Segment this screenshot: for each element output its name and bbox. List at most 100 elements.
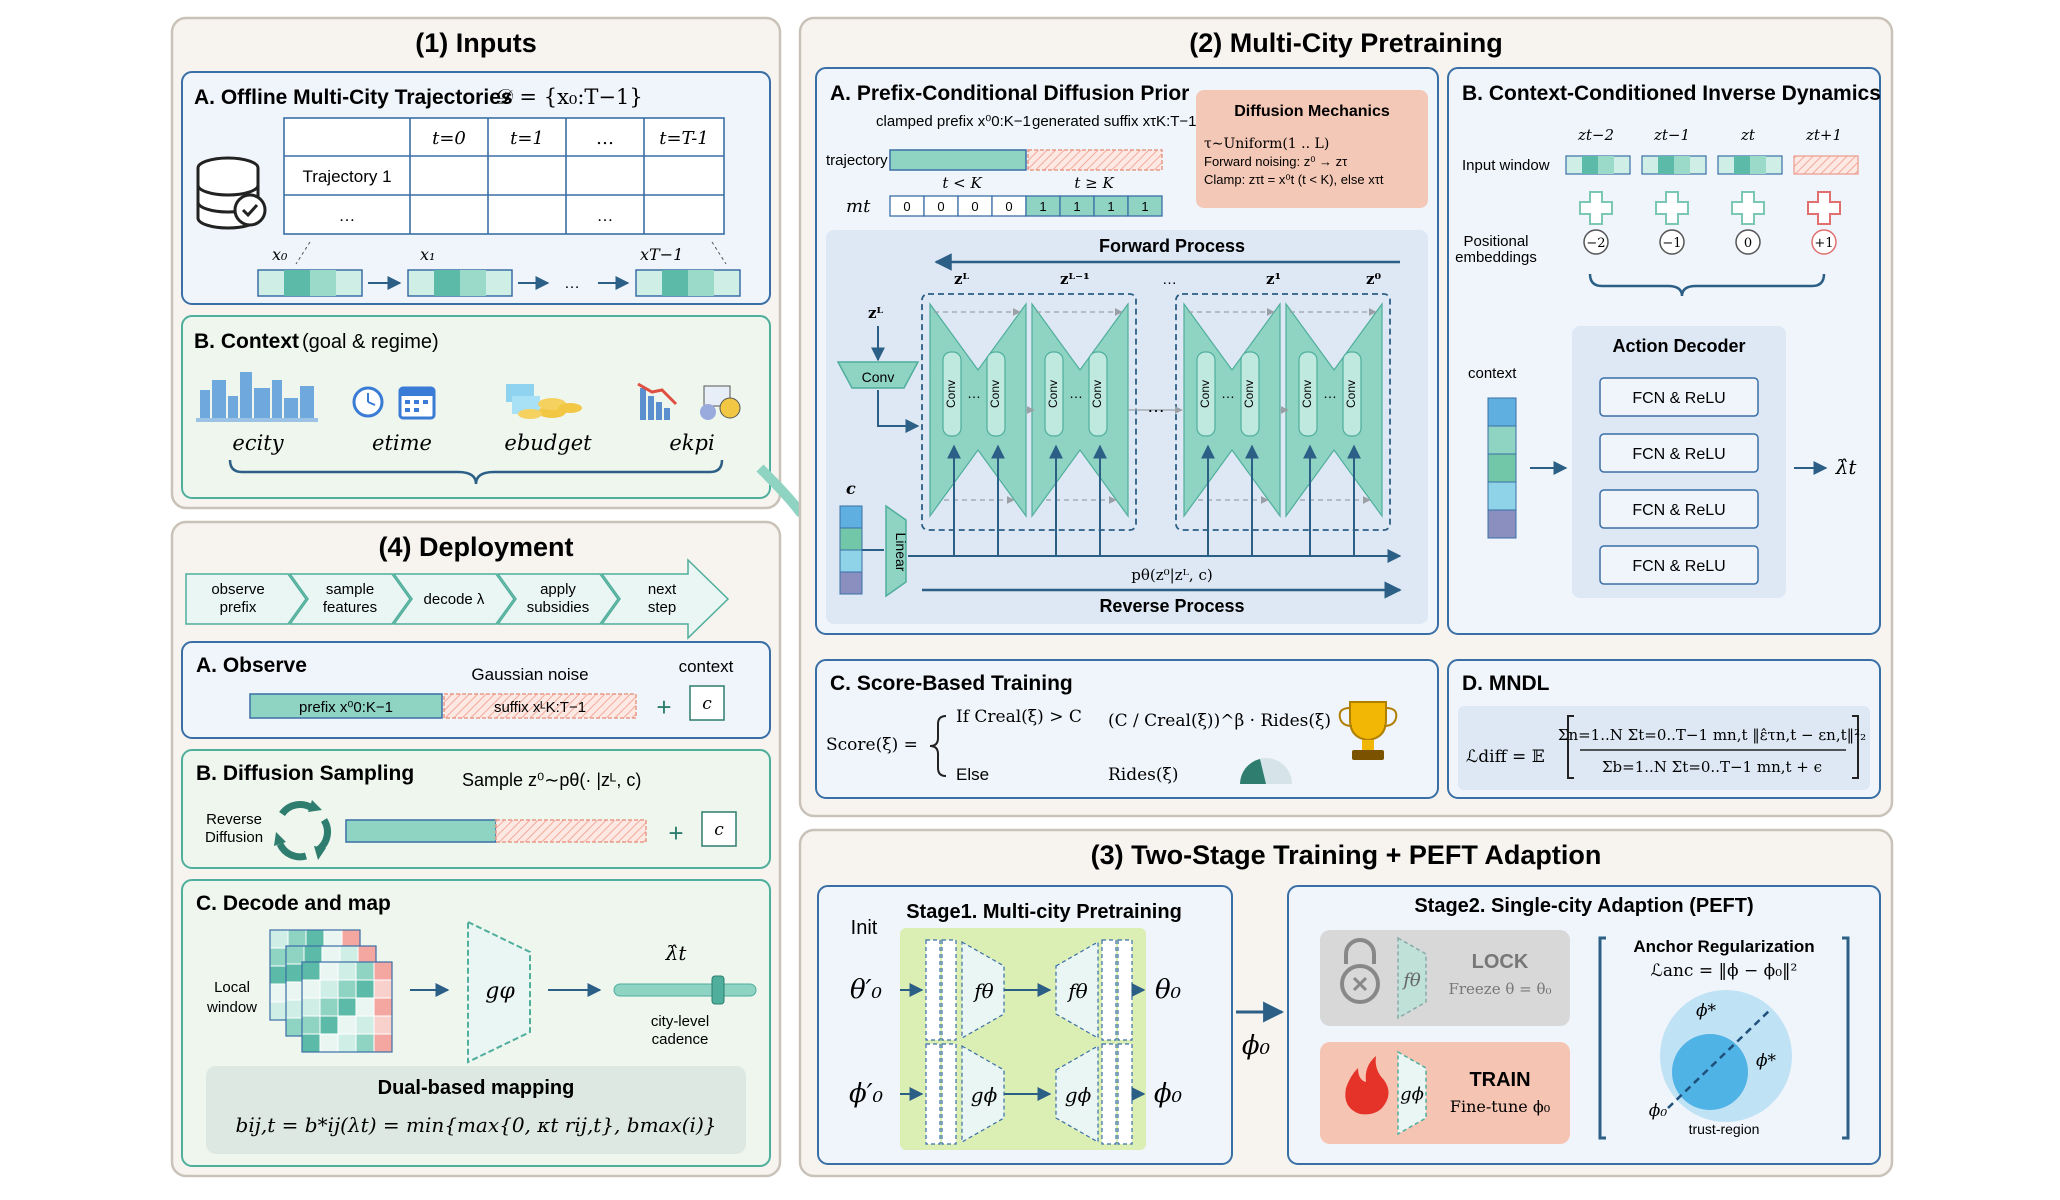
cadence-slider-handle[interactable] — [711, 975, 725, 1005]
sample-text: Sample z⁰∼pθ(· |zᴸ, c) — [462, 770, 641, 790]
deployment-step-label: decode λ — [424, 591, 485, 608]
conv-layer-label: Conv — [1198, 380, 1212, 408]
mechanics-title: Diffusion Mechanics — [1234, 103, 1390, 120]
t-geq-label: t ≥ K — [1074, 174, 1114, 192]
window-z-label: zt+1 — [1805, 126, 1842, 144]
context-brace — [228, 459, 724, 485]
conv-label: Conv — [862, 369, 895, 385]
sampling-context-box — [701, 811, 737, 847]
trajectory-label: trajectory — [826, 152, 888, 169]
score-training-title: C. Score-Based Training — [830, 672, 1073, 695]
mechanics-line-3: Clamp: zτt = x⁰t (t < K), else xτt — [1204, 172, 1384, 187]
cadence-slider[interactable] — [613, 975, 757, 1005]
reverse-diffusion-label-1: Reverse — [206, 811, 262, 828]
deployment-section: (4) Deployment observeprefixsamplefeatur… — [170, 520, 782, 1178]
lambda-hat-label: λ̂t — [665, 941, 688, 965]
stage1-module-label: gϕ — [1065, 1083, 1092, 1107]
anchor-title: Anchor Regularization — [1633, 937, 1814, 956]
inputs-section: (1) Inputs A. Offline Multi-City Traject… — [170, 16, 782, 510]
mask-cell: 0 — [937, 199, 944, 214]
mask-cell: 0 — [1005, 199, 1012, 214]
deployment-title: (4) Deployment — [378, 532, 573, 562]
deployment-step-label: sample — [326, 581, 374, 598]
z-L-label: zᴸ — [954, 270, 970, 288]
plus-icon — [1731, 191, 1765, 225]
table-row-ellipsis: … — [339, 206, 356, 225]
stage1-title: Stage1. Multi-city Pretraining — [906, 901, 1182, 923]
phi0-prime: ϕ′₀ — [849, 1079, 884, 1109]
conv-ellipsis: … — [1323, 385, 1337, 401]
conv-layer-label: Conv — [944, 380, 958, 408]
conv-layer-label: Conv — [1046, 380, 1060, 408]
g-phi-label: gφ — [485, 979, 515, 1004]
stage1-module-label: fθ — [1066, 979, 1087, 1003]
deployment-step-label: apply — [540, 581, 576, 598]
table-header-dots: … — [596, 128, 614, 149]
context-label: context — [1468, 365, 1517, 382]
context-subtitle: (goal & regime) — [302, 331, 439, 353]
stage2-title: Stage2. Single-city Adaption (PEFT) — [1414, 895, 1753, 917]
mask-cell: 0 — [971, 199, 978, 214]
decode-map-title: C. Decode and map — [196, 892, 391, 915]
x0-label: x₀ — [272, 245, 288, 264]
conv-layer-label: Conv — [1344, 380, 1358, 408]
fcn-layer-label: FCN & ReLU — [1632, 558, 1725, 575]
plus-icon — [1655, 191, 1689, 225]
table-header-t0: t=0 — [432, 128, 466, 149]
kpi-chart-icon — [637, 382, 741, 420]
e-time-label: etime — [372, 431, 432, 455]
local-window-label-2: window — [206, 999, 257, 1016]
conv-ellipsis: … — [1221, 385, 1235, 401]
diffusion-sampling-title: B. Diffusion Sampling — [196, 762, 414, 785]
fcn-layer-label: FCN & ReLU — [1632, 446, 1725, 463]
deployment-step — [288, 573, 411, 625]
local-window-grid — [269, 929, 393, 1053]
conv-layer-label: Conv — [1242, 380, 1256, 408]
observe-context-label: context — [679, 657, 734, 676]
dual-mapping-formula: bij,t = b*ij(λt) = min{max{0, κt rij,t},… — [236, 1113, 717, 1137]
fcn-layer-label: FCN & ReLU — [1632, 502, 1725, 519]
mask-cell: 1 — [1073, 199, 1080, 214]
context-title: B. Context — [194, 330, 299, 353]
dual-mapping-title: Dual-based mapping — [378, 1077, 575, 1099]
sampling-prefix-bar — [345, 819, 497, 843]
anchor-formula: ℒanc = ‖ϕ − ϕ₀‖² — [1651, 961, 1798, 981]
theta0-out: θ₀ — [1155, 975, 1182, 1005]
score-rides: Rides(ξ) — [1108, 765, 1179, 785]
observe-prefix-label: prefix x⁰0:K−1 — [299, 699, 393, 716]
score-lhs: Score(ξ) = — [826, 735, 918, 755]
observe-title: A. Observe — [196, 654, 307, 677]
clamped-prefix-label: clamped prefix x⁰0:K−1 — [876, 113, 1031, 130]
deployment-step-label: prefix — [220, 599, 257, 616]
flame-icon — [1345, 1056, 1389, 1115]
pretraining-title: (2) Multi-City Pretraining — [1189, 28, 1503, 58]
trust-region-label: trust-region — [1689, 1121, 1760, 1137]
fcn-layer — [1599, 545, 1759, 585]
deployment-step — [392, 573, 515, 625]
mechanics-box — [1196, 90, 1428, 208]
unet-group-1 — [921, 293, 1137, 531]
phi-star-label-2: ϕ* — [1756, 1051, 1777, 1071]
table-cell-ellipsis: … — [597, 206, 614, 225]
table-header-t1: t=1 — [510, 128, 544, 149]
table-header-tT: t=T-1 — [659, 128, 709, 149]
train-label: TRAIN — [1469, 1069, 1530, 1091]
stage1-module-label: fθ — [972, 979, 993, 1003]
local-window-label-1: Local — [214, 979, 250, 996]
gaussian-noise-label: Gaussian noise — [471, 665, 588, 684]
deployment-step-label: next — [648, 581, 677, 598]
mask-cell: 1 — [1107, 199, 1114, 214]
linear-label: Linear — [893, 533, 909, 572]
conv-block — [836, 361, 920, 389]
phi0-out: ϕ₀ — [1154, 1079, 1183, 1109]
fcn-layer — [1599, 377, 1759, 417]
dual-mapping-box — [206, 1066, 746, 1154]
trust-region-diagram — [1660, 990, 1792, 1122]
score-else-label: Else — [956, 765, 989, 784]
c-label: c — [846, 479, 856, 498]
mechanics-line-2: Forward noising: z⁰ → zτ — [1204, 154, 1348, 169]
z-1-label: z¹ — [1266, 270, 1281, 288]
